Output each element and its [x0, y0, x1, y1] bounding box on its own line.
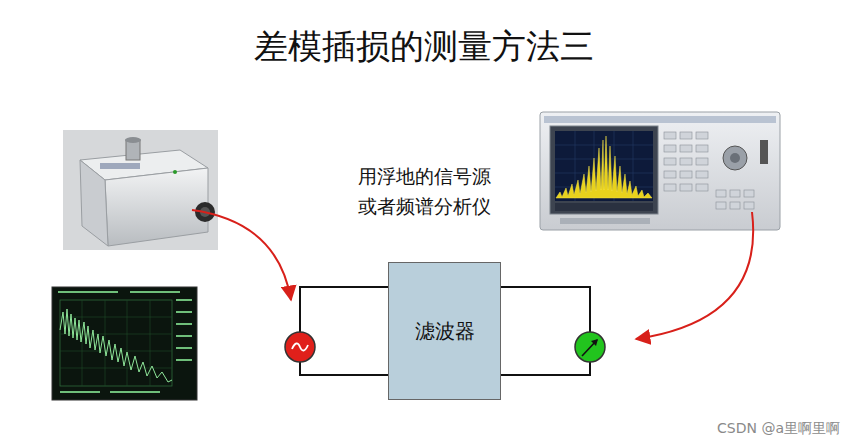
box-label: 滤波器 [415, 318, 475, 345]
note-text: 用浮地的信号源 [358, 164, 491, 190]
signal-source-photo [63, 130, 218, 250]
spectrum-screen-photo [52, 287, 197, 400]
leader-arrow [192, 210, 291, 300]
leader-arrow [636, 212, 753, 339]
title: 差模插损的测量方法三 [254, 24, 594, 70]
note-text: 或者频谱分析仪 [358, 194, 491, 220]
meter-symbol [575, 332, 605, 362]
spectrum-analyzer-photo [540, 112, 780, 230]
signal-source-symbol [285, 332, 315, 362]
watermark: CSDN @a里啊里啊 [717, 420, 840, 438]
filter-box: 滤波器 [388, 262, 501, 400]
